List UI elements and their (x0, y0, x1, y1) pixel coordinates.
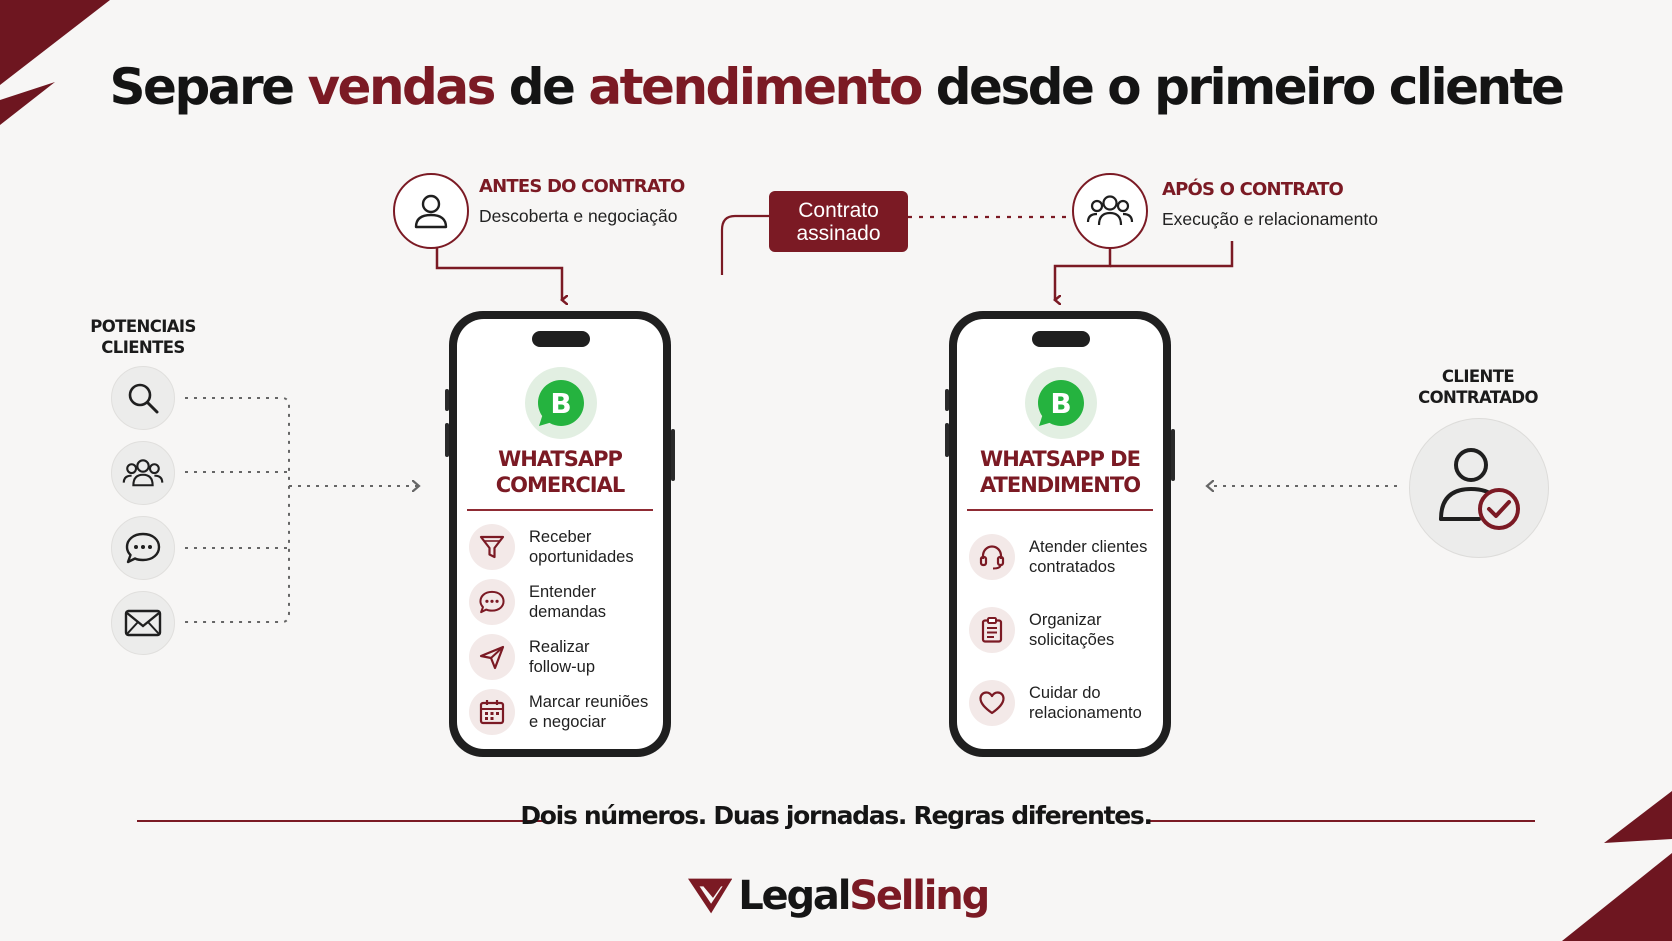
phone-divider (967, 509, 1153, 511)
heart-icon (979, 691, 1005, 715)
phone-notch (532, 331, 590, 347)
funnel-icon (479, 535, 505, 559)
user-icon (414, 194, 448, 229)
tagline: Dois números. Duas jornadas. Regras dife… (520, 801, 1153, 830)
after-contract-subtitle: Execução e relacionamento (1162, 209, 1378, 229)
badge-line-1: Contrato (798, 198, 879, 222)
page-title: Separe vendas de atendimento desde o pri… (109, 58, 1565, 116)
clipboard-icon (981, 617, 1003, 643)
svg-text:B: B (1050, 387, 1071, 420)
legalselling-logo-icon (688, 878, 733, 914)
svg-text:B: B (550, 387, 571, 420)
contracted-client-circle (1409, 418, 1549, 558)
users-icon (1086, 195, 1134, 226)
user-check-icon (1439, 448, 1520, 530)
brand-logo: LegalSelling (688, 871, 990, 921)
contract-signed-badge: Contrato assinado (769, 191, 908, 252)
mail-icon (124, 609, 162, 637)
before-contract-heading: ANTES DO CONTRATO (479, 176, 685, 197)
chat-icon (479, 590, 505, 614)
phone-support-title: WHATSAPP DE ATENDIMENTO (979, 447, 1141, 497)
whatsapp-business-logo: B (1025, 367, 1097, 439)
lead-chat (111, 516, 175, 580)
send-icon (479, 645, 505, 670)
after-contract-icon-circle (1072, 173, 1148, 249)
phone-divider (467, 509, 653, 511)
before-contract-subtitle: Descoberta e negociação (479, 206, 678, 226)
users-icon (122, 459, 164, 487)
badge-line-2: assinado (796, 221, 881, 245)
search-icon (128, 383, 159, 414)
before-contract-icon-circle (393, 173, 469, 249)
lead-mail (111, 591, 175, 655)
phone-sales-title: WHATSAPP COMERCIAL (495, 447, 626, 497)
phone-notch (1032, 331, 1090, 347)
corner-decoration-bottom-right (1562, 791, 1672, 941)
contracted-client-label: CLIENTE CONTRATADO (1418, 367, 1538, 407)
calendar-icon (479, 700, 505, 725)
lead-group (111, 441, 175, 505)
phone-support: B WHATSAPP DE ATENDIMENTO Atender client… (945, 311, 1175, 757)
potential-clients-label: POTENCIAIS CLIENTES (90, 317, 196, 357)
corner-decoration-top-left (0, 0, 110, 125)
chat-icon (125, 532, 161, 564)
whatsapp-business-logo: B (525, 367, 597, 439)
headset-icon (979, 545, 1005, 570)
after-contract-heading: APÓS O CONTRATO (1162, 179, 1344, 200)
lead-search (111, 366, 175, 430)
phone-support-screen: B WHATSAPP DE ATENDIMENTO Atender client… (957, 319, 1163, 749)
